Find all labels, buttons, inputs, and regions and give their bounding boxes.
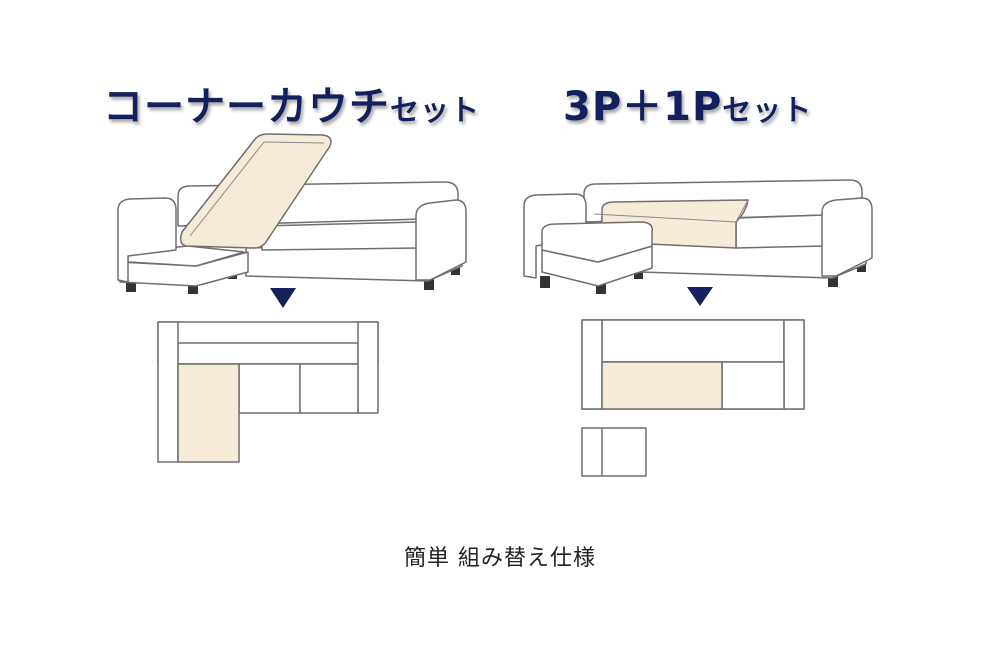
sofa-right-arm — [415, 199, 467, 281]
ottoman-top — [541, 221, 653, 263]
plan-seat-highlight — [601, 361, 723, 410]
down-arrow-icon — [687, 287, 713, 306]
corner-couch-set-title: コーナーカウチセット — [103, 74, 480, 132]
plan-ottoman — [581, 427, 647, 477]
plan-seat — [299, 363, 359, 414]
plan-seat — [721, 361, 785, 410]
corner-couch-title-suffix: セット — [390, 93, 481, 127]
sofa-seat-cushion — [735, 214, 827, 249]
sofa-leg — [634, 268, 643, 279]
cushion-edge — [593, 199, 749, 223]
sofa-leg — [126, 280, 136, 292]
plan-chaise-highlight — [177, 363, 240, 463]
cushion-edge — [189, 141, 325, 237]
lifted-cushion-highlight — [179, 133, 332, 249]
sofa-leg — [188, 281, 198, 294]
plan-right-arm — [357, 321, 379, 414]
corner-couch-sofa-illustration — [117, 133, 467, 294]
3p-1p-plan-diagram — [581, 319, 805, 477]
plan-right-arm — [783, 319, 805, 410]
sofa-leg — [857, 262, 866, 272]
sofa-leg — [451, 265, 460, 275]
3p-1p-title-main: 3P＋1P — [563, 84, 723, 130]
plan-back-row — [601, 319, 785, 363]
caption-text: 簡単 組み替え仕様 — [404, 546, 596, 571]
corner-couch-plan-diagram — [157, 321, 379, 463]
3p-1p-sofa-illustration — [523, 179, 873, 294]
down-arrow-icon — [270, 288, 296, 308]
sofa-leg — [828, 274, 838, 287]
sofa-left-arm — [117, 197, 177, 283]
corner-couch-title-main: コーナーカウチ — [103, 84, 390, 130]
3p-1p-title-suffix: セット — [722, 93, 813, 127]
plan-left-arm — [157, 321, 179, 463]
plan-back-cushion — [177, 342, 359, 365]
sofa-right-arm — [821, 197, 873, 277]
3p-1p-set-title: 3P＋1Pセット — [563, 74, 812, 132]
sofa-seat-cushion — [261, 221, 419, 251]
plan-seat — [238, 363, 301, 414]
sofa-leg — [540, 276, 550, 288]
sofa-leg — [424, 277, 434, 290]
sofa-leg — [596, 281, 606, 294]
plan-left-arm — [581, 319, 603, 410]
